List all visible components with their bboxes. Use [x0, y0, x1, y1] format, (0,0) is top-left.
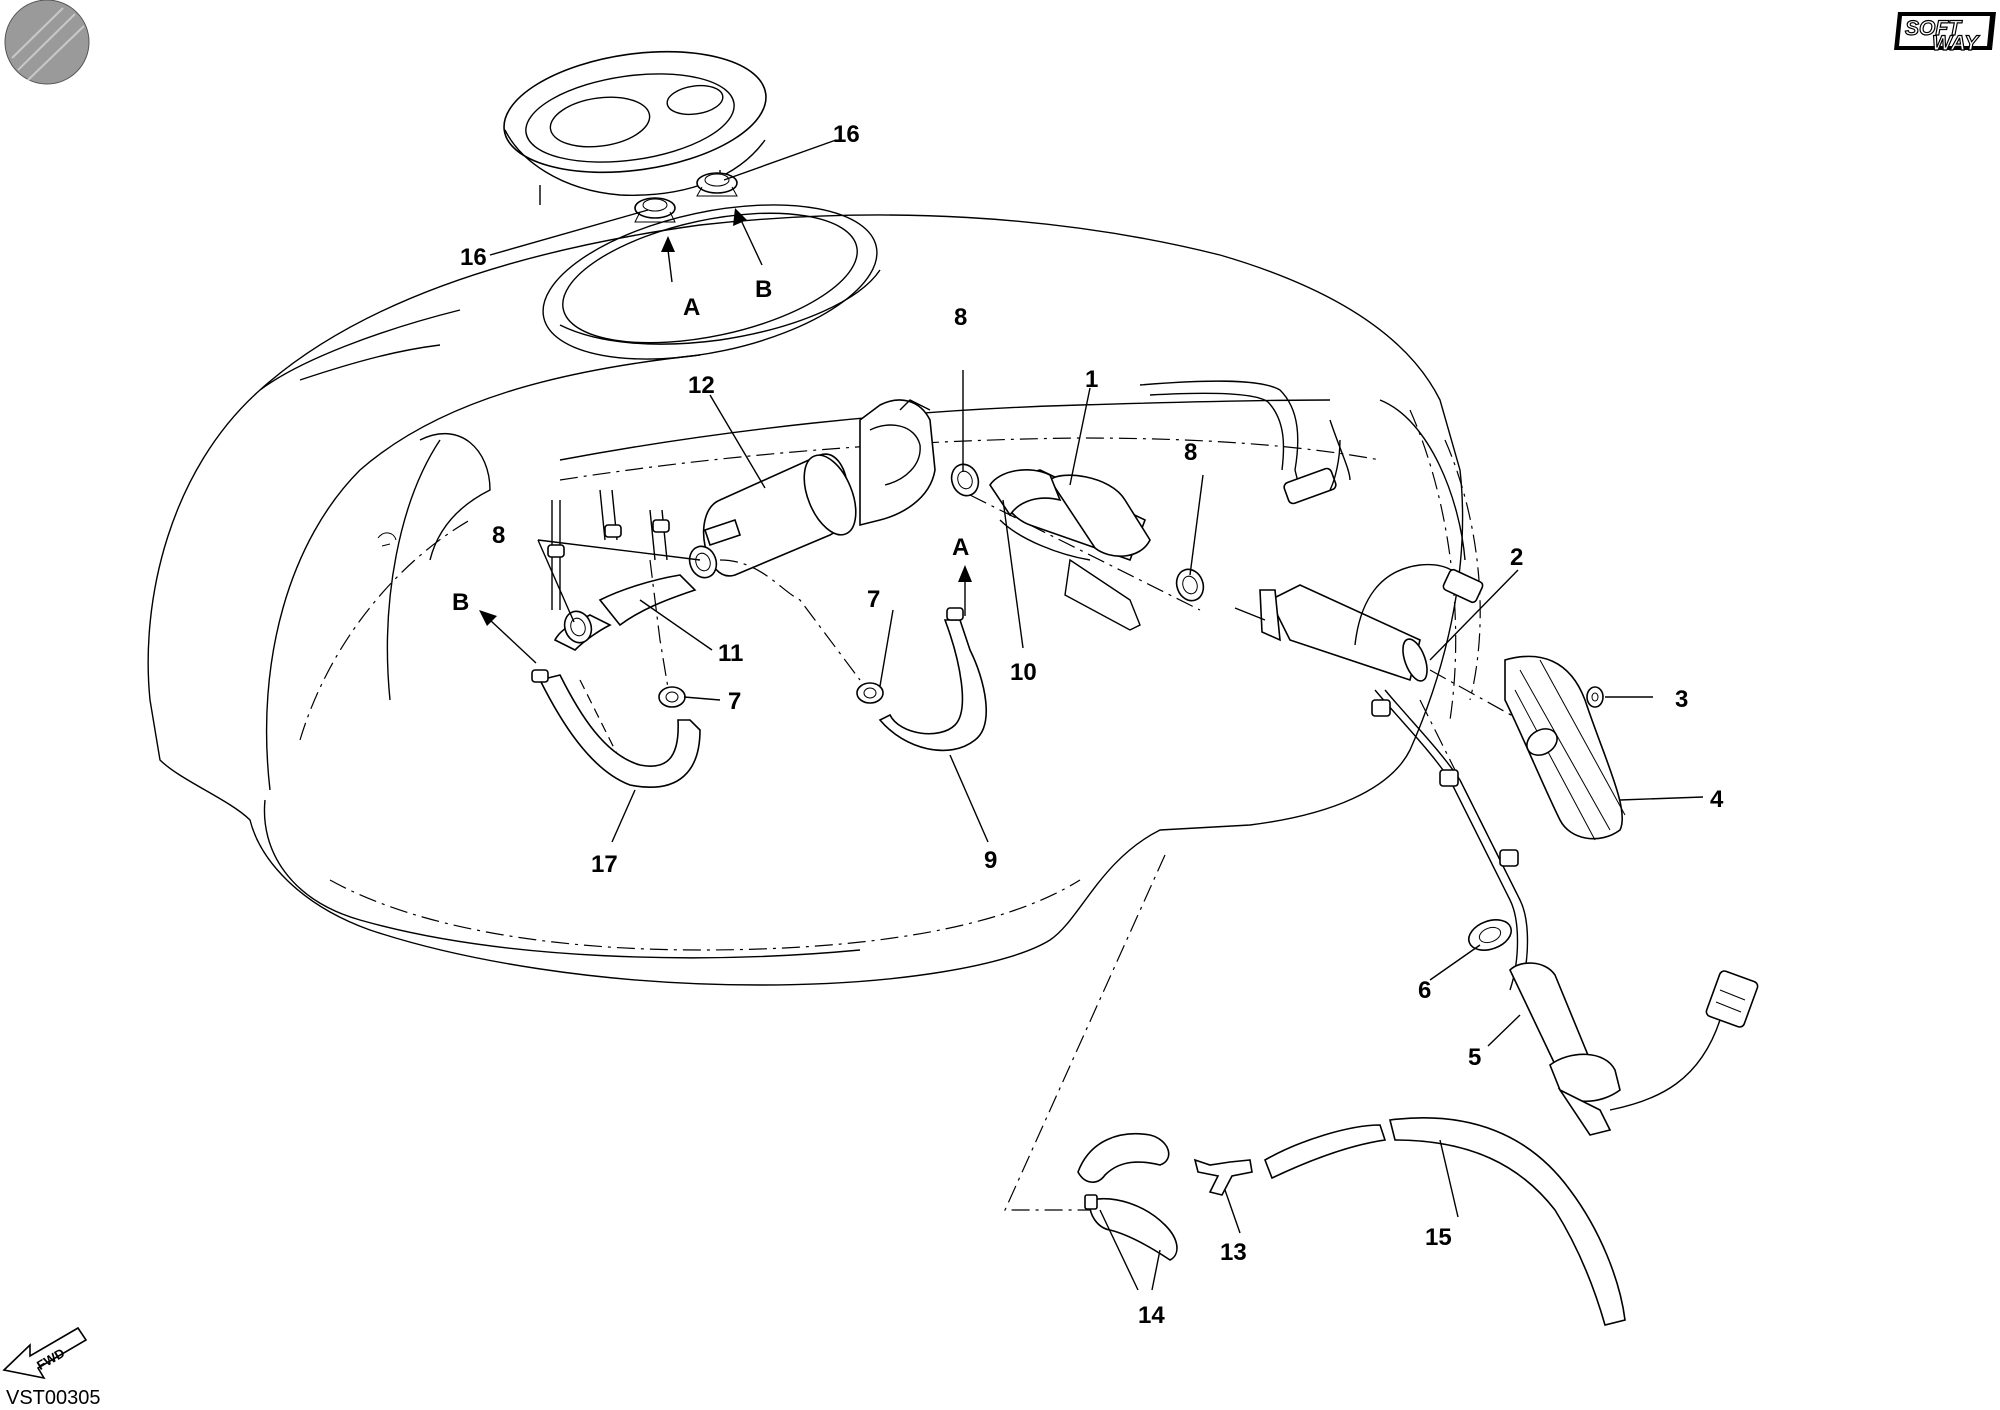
clamp-16-right — [696, 172, 738, 197]
callout-17: 17 — [591, 851, 618, 878]
logo-line-1: SOFT — [1905, 17, 1963, 40]
filler-opening — [542, 204, 881, 360]
leader-lines — [489, 139, 1704, 1291]
o-ring-6 — [1467, 919, 1513, 951]
connection-letter-labels: A B A B — [452, 276, 969, 616]
guide-lines — [579, 494, 1521, 1211]
fuel-pump-2 — [1234, 584, 1428, 682]
callout-labels: 1 2 3 4 5 6 7 7 8 8 8 9 10 11 12 13 14 1… — [460, 121, 1724, 1329]
callout-5: 5 — [1468, 1044, 1481, 1071]
callout-12: 12 — [688, 372, 715, 399]
callout-9: 9 — [984, 847, 997, 874]
callout-16-left: 16 — [460, 244, 487, 271]
clamp-8-left — [563, 610, 593, 644]
callout-2: 2 — [1510, 544, 1523, 571]
drawing-code: VST00305 — [6, 1387, 101, 1409]
fuel-tank — [147, 214, 1481, 986]
callout-15: 15 — [1425, 1224, 1452, 1251]
hose-9 — [878, 607, 987, 752]
forward-arrow-icon: FWD — [2, 1326, 88, 1380]
brand-logo: SOFT WAY — [1894, 12, 1996, 56]
callout-7-left: 7 — [728, 688, 741, 715]
letter-b-top: B — [755, 276, 772, 303]
filter-sock — [1504, 655, 1626, 841]
pump-wiring — [1354, 563, 1529, 991]
tank-return-lines — [1139, 380, 1351, 505]
clamp-8-mid — [688, 545, 718, 579]
fuel-filter — [702, 453, 857, 577]
callout-3: 3 — [1675, 686, 1688, 713]
callout-8-top: 8 — [954, 304, 967, 331]
logo-line-2: WAY — [1932, 32, 1980, 55]
pump-bracket — [859, 399, 936, 527]
callout-16-right: 16 — [833, 121, 860, 148]
clamp-8-right — [1175, 568, 1205, 602]
callout-14: 14 — [1138, 1302, 1165, 1329]
hose-10 — [989, 469, 1062, 517]
callout-6: 6 — [1418, 977, 1431, 1004]
tee-fitting-13 — [1193, 1158, 1253, 1196]
filler-cap-flange — [503, 50, 767, 205]
level-sender-5 — [1509, 962, 1759, 1136]
clamp-16-left — [634, 197, 676, 223]
callout-11: 11 — [718, 640, 743, 667]
corner-mark-icon — [4, 0, 90, 85]
letter-b-left: B — [452, 589, 469, 616]
letter-a-top: A — [683, 294, 700, 321]
callout-10: 10 — [1010, 659, 1037, 686]
grommet-3 — [1586, 686, 1604, 708]
connection-arrows — [479, 208, 972, 664]
callout-13: 13 — [1220, 1239, 1247, 1266]
letter-a-mid: A — [952, 534, 969, 561]
hose-15 — [1264, 1117, 1626, 1326]
callout-8-left: 8 — [492, 522, 505, 549]
clamp-8-top — [950, 463, 980, 497]
callout-7-mid: 7 — [867, 586, 880, 613]
callout-4: 4 — [1710, 786, 1724, 813]
callout-8-right: 8 — [1184, 439, 1197, 466]
clamp-7-left — [658, 686, 686, 708]
hose-14 — [1077, 1133, 1178, 1261]
callout-1: 1 — [1085, 366, 1098, 393]
hose-17 — [531, 669, 701, 788]
clamp-7-mid — [856, 682, 884, 704]
